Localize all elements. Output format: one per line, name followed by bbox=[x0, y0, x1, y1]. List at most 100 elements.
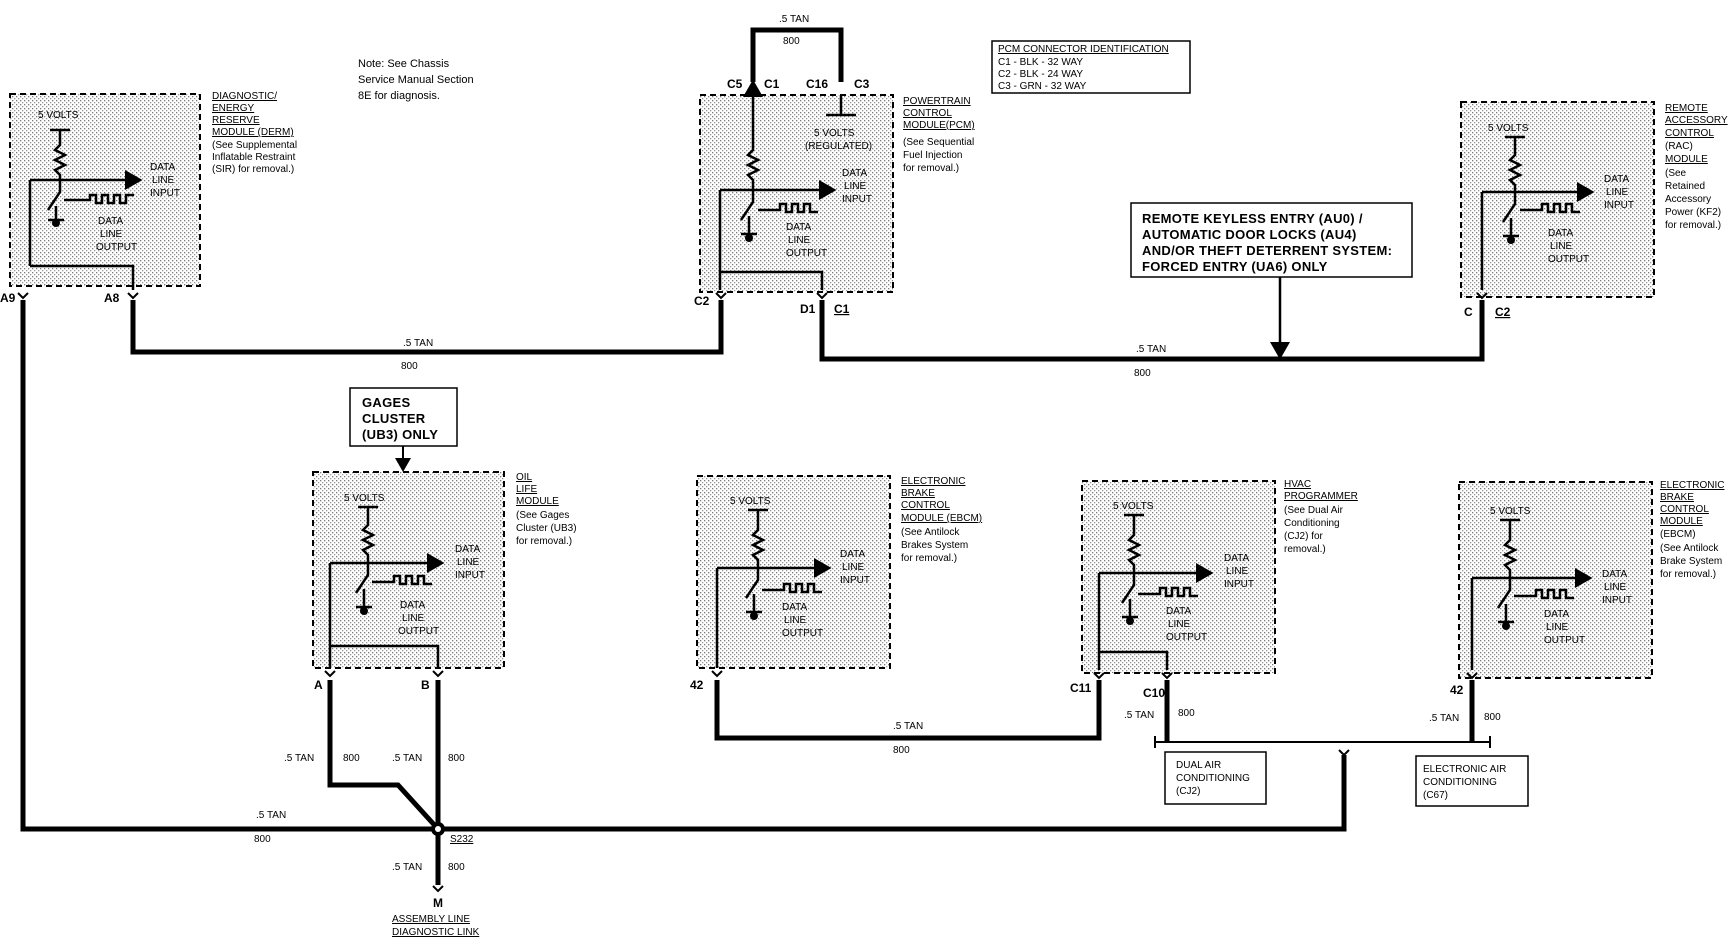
output-label: OUTPUT bbox=[96, 242, 137, 253]
ebcm2-title-5: (EBCM) bbox=[1660, 529, 1696, 540]
ebcm2-title-2: BRAKE bbox=[1660, 492, 1694, 503]
wire-labels: .5 TAN 800 .5 TAN 800 .5 TAN 800 .5 TAN … bbox=[254, 14, 1501, 873]
rac-title-1: REMOTE bbox=[1665, 103, 1708, 114]
ebcm1-title-2: BRAKE bbox=[901, 488, 935, 499]
wire-tan-label: .5 TAN bbox=[1124, 710, 1154, 721]
pcm-title-2: CONTROL bbox=[903, 108, 952, 119]
ebcm1-desc-3: for removal.) bbox=[901, 553, 957, 564]
output-label: OUTPUT bbox=[1548, 254, 1589, 265]
output-label: OUTPUT bbox=[786, 248, 827, 259]
input-label: INPUT bbox=[150, 188, 180, 199]
pcm-connector-c3: C3 - GRN - 32 WAY bbox=[998, 81, 1087, 92]
elec-air-line-2: CONDITIONING bbox=[1423, 777, 1497, 788]
line-label: LINE bbox=[1168, 619, 1191, 630]
rac-title-4: (RAC) bbox=[1665, 141, 1693, 152]
pcm-connector-c2: C2 - BLK - 24 WAY bbox=[998, 69, 1083, 80]
note-line-1: Note: See Chassis bbox=[358, 58, 450, 70]
input-label: INPUT bbox=[842, 194, 872, 205]
rac-desc-2: Retained bbox=[1665, 181, 1705, 192]
circuit-label: 800 bbox=[254, 834, 271, 845]
aldl-title-1: ASSEMBLY LINE bbox=[392, 914, 470, 925]
line-label: LINE bbox=[1604, 582, 1627, 593]
oil-desc-3: for removal.) bbox=[516, 536, 572, 547]
hvac-title-1: HVAC bbox=[1284, 479, 1311, 490]
pcm-title-1: POWERTRAIN bbox=[903, 96, 971, 107]
five-volts-label: 5 VOLTS bbox=[1113, 501, 1154, 512]
line-label: LINE bbox=[402, 613, 425, 624]
hvac-desc-2: Conditioning bbox=[1284, 518, 1340, 529]
input-label: INPUT bbox=[455, 570, 485, 581]
derm-pin-a9: A9 bbox=[0, 291, 16, 305]
line-label: LINE bbox=[100, 229, 123, 240]
ebcm2-desc-2: Brake System bbox=[1660, 556, 1722, 567]
dual-air-line-2: CONDITIONING bbox=[1176, 773, 1250, 784]
wire-tan-label: .5 TAN bbox=[403, 338, 433, 349]
splice-label: S232 bbox=[450, 834, 474, 845]
elec-air-line-3: (C67) bbox=[1423, 790, 1448, 801]
circuit-label: 800 bbox=[448, 753, 465, 764]
rac-desc-1: (See bbox=[1665, 168, 1687, 179]
hvac-pin-c11: C11 bbox=[1070, 681, 1092, 695]
elec-air-line-1: ELECTRONIC AIR bbox=[1423, 764, 1506, 775]
ebcm2-title-1: ELECTRONIC bbox=[1660, 480, 1724, 491]
dual-air-line-1: DUAL AIR bbox=[1176, 760, 1221, 771]
ebcm-module-1: 5 VOLTS DATA LINE INPUT DATA LINE OUTPUT… bbox=[690, 475, 982, 692]
pcm-pin-c16: C16 bbox=[806, 77, 828, 91]
keyless-line-4: FORCED ENTRY (UA6) ONLY bbox=[1142, 259, 1328, 274]
line-label: LINE bbox=[152, 175, 175, 186]
ebcm1-title-3: CONTROL bbox=[901, 500, 950, 511]
oil-title-1: OIL bbox=[516, 472, 533, 483]
pcm-pin-c1: C1 bbox=[764, 77, 780, 91]
pcm-pin-c5: C5 bbox=[727, 77, 743, 91]
hvac-programmer-module: 5 VOLTS DATA LINE INPUT DATA LINE OUTPUT… bbox=[1070, 479, 1358, 700]
electronic-air-option-box: ELECTRONIC AIR CONDITIONING (C67) bbox=[1415, 755, 1529, 807]
gages-line-1: GAGES bbox=[362, 395, 410, 410]
pcm-connector-c1: C1 - BLK - 32 WAY bbox=[998, 57, 1083, 68]
pcm-pin-c3: C3 bbox=[854, 77, 870, 91]
data-label: DATA bbox=[400, 600, 426, 611]
circuit-label: 800 bbox=[401, 361, 418, 372]
pcm-desc-2: Fuel Injection bbox=[903, 150, 962, 161]
rac-title-5: MODULE bbox=[1665, 154, 1708, 165]
rac-title-2: ACCESSORY bbox=[1665, 115, 1728, 126]
gages-line-3: (UB3) ONLY bbox=[362, 427, 438, 442]
five-volts-label: 5 VOLTS bbox=[344, 493, 385, 504]
line-label: LINE bbox=[784, 615, 807, 626]
output-label: OUTPUT bbox=[398, 626, 439, 637]
aldl-pin-m: M bbox=[433, 896, 443, 910]
data-label: DATA bbox=[786, 222, 812, 233]
five-volts-label: 5 VOLTS bbox=[38, 110, 79, 121]
line-label: LINE bbox=[457, 557, 480, 568]
data-label: DATA bbox=[840, 549, 866, 560]
input-label: INPUT bbox=[1602, 595, 1632, 606]
pcm-pin-d1: D1 bbox=[800, 302, 816, 316]
service-note: Note: See Chassis Service Manual Section… bbox=[358, 58, 474, 102]
five-volts-label: 5 VOLTS bbox=[1488, 123, 1529, 134]
oil-pin-b: B bbox=[421, 678, 430, 692]
rac-desc-3: Accessory bbox=[1665, 194, 1711, 205]
rac-desc-4: Power (KF2) bbox=[1665, 207, 1721, 218]
data-label: DATA bbox=[1548, 228, 1574, 239]
line-label: LINE bbox=[1606, 187, 1629, 198]
keyless-line-2: AUTOMATIC DOOR LOCKS (AU4) bbox=[1142, 227, 1357, 242]
gages-line-2: CLUSTER bbox=[362, 411, 426, 426]
pcm-pin-c1-bottom: C1 bbox=[834, 302, 850, 316]
pcm-title-3: MODULE(PCM) bbox=[903, 120, 975, 131]
data-label: DATA bbox=[1604, 174, 1630, 185]
circuit-label: 800 bbox=[1484, 712, 1501, 723]
circuit-label: 800 bbox=[448, 862, 465, 873]
derm-pin-a8: A8 bbox=[104, 291, 120, 305]
pcm-desc-1: (See Sequential bbox=[903, 137, 974, 148]
circuit-label: 800 bbox=[1134, 368, 1151, 379]
wire-tan-label: .5 TAN bbox=[893, 721, 923, 732]
output-label: OUTPUT bbox=[1166, 632, 1207, 643]
wire-tan-label: .5 TAN bbox=[1136, 344, 1166, 355]
derm-desc-1: (See Supplemental bbox=[212, 140, 297, 151]
dual-air-option-box: DUAL AIR CONDITIONING (CJ2) bbox=[1164, 751, 1267, 805]
line-label: LINE bbox=[1226, 566, 1249, 577]
five-volts-label: 5 VOLTS bbox=[730, 496, 771, 507]
rac-module: 5 VOLTS DATA LINE INPUT DATA LINE OUTPUT… bbox=[1460, 101, 1728, 319]
derm-desc-2: Inflatable Restraint bbox=[212, 152, 296, 163]
oil-desc-1: (See Gages bbox=[516, 510, 569, 521]
